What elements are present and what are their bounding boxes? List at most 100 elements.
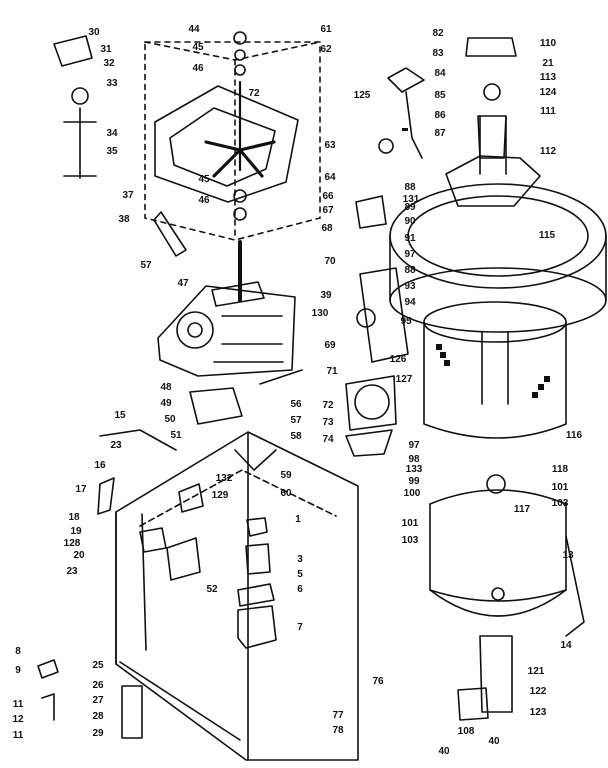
- callout-29: 29: [92, 728, 104, 739]
- callout-127: 127: [395, 374, 413, 385]
- callout-45a: 45: [192, 42, 204, 53]
- callout-133: 133: [405, 464, 423, 475]
- callout-21: 21: [542, 58, 554, 69]
- callout-16: 16: [94, 460, 106, 471]
- callout-71: 71: [326, 366, 338, 377]
- callout-128: 128: [63, 538, 81, 549]
- callout-66: 66: [322, 191, 334, 202]
- callout-115: 115: [538, 230, 556, 241]
- callout-99: 99: [408, 476, 420, 487]
- callout-126: 126: [389, 354, 407, 365]
- callout-111: 111: [540, 106, 556, 117]
- callout-101a: 101: [551, 482, 569, 493]
- callout-17: 17: [75, 484, 87, 495]
- callout-123: 123: [529, 707, 547, 718]
- callout-73: 73: [322, 417, 334, 428]
- callout-82: 82: [432, 28, 444, 39]
- callout-100: 100: [403, 488, 421, 499]
- callout-116: 116: [565, 430, 583, 441]
- callout-91: 91: [404, 233, 416, 244]
- callout-67: 67: [322, 205, 334, 216]
- callout-9: 9: [15, 665, 21, 676]
- callout-118: 118: [551, 464, 569, 475]
- callout-45b: 45: [198, 174, 210, 185]
- callout-72b: 72: [322, 400, 334, 411]
- callout-50: 50: [164, 414, 176, 425]
- callout-72a: 72: [248, 88, 260, 99]
- callout-125: 125: [353, 90, 371, 101]
- callout-59: 59: [280, 470, 292, 481]
- callout-12: 12: [12, 714, 24, 725]
- callout-110: 110: [539, 38, 557, 49]
- callout-35: 35: [106, 146, 118, 157]
- callout-122: 122: [529, 686, 547, 697]
- callout-51: 51: [170, 430, 182, 441]
- callout-23a: 23: [110, 440, 122, 451]
- callout-5: 5: [297, 569, 303, 580]
- callout-46a: 46: [192, 63, 204, 74]
- callout-83: 83: [432, 48, 444, 59]
- callout-84: 84: [434, 68, 446, 79]
- callout-103a: 103: [551, 498, 569, 509]
- callout-3: 3: [297, 554, 303, 565]
- callout-101b: 101: [401, 518, 419, 529]
- callout-6: 6: [297, 584, 303, 595]
- callout-87: 87: [434, 128, 446, 139]
- callout-33: 33: [106, 78, 118, 89]
- callout-69: 69: [324, 340, 336, 351]
- callout-103b: 103: [401, 535, 419, 546]
- callout-49: 49: [160, 398, 172, 409]
- callout-58: 58: [290, 431, 302, 442]
- callout-64: 64: [324, 172, 336, 183]
- callout-13: 13: [562, 550, 574, 561]
- callout-76: 76: [372, 676, 384, 687]
- callout-7: 7: [297, 622, 303, 633]
- callout-38: 38: [118, 214, 130, 225]
- callout-74: 74: [322, 434, 334, 445]
- callout-18: 18: [68, 512, 80, 523]
- callout-15: 15: [114, 410, 126, 421]
- callout-32: 32: [103, 58, 115, 69]
- callout-1: 1: [295, 514, 301, 525]
- callout-40b: 40: [488, 736, 500, 747]
- callout-40a: 40: [438, 746, 450, 757]
- callout-131: 131: [402, 194, 420, 205]
- callout-52: 52: [206, 584, 218, 595]
- callout-25: 25: [92, 660, 104, 671]
- callout-77: 77: [332, 710, 344, 721]
- callout-27: 27: [92, 695, 104, 706]
- callout-98: 98: [408, 454, 420, 465]
- callout-46b: 46: [198, 195, 210, 206]
- callout-85: 85: [434, 90, 446, 101]
- callout-28: 28: [92, 711, 104, 722]
- callout-34: 34: [106, 128, 118, 139]
- callout-11a: 11: [12, 699, 24, 710]
- callout-97a: 97: [404, 249, 416, 260]
- callout-108: 108: [457, 726, 475, 737]
- callout-14: 14: [560, 640, 572, 651]
- callout-31: 31: [100, 44, 112, 55]
- callout-93: 93: [404, 281, 416, 292]
- callout-26: 26: [92, 680, 104, 691]
- callout-44: 44: [188, 24, 200, 35]
- callout-129: 129: [211, 490, 229, 501]
- callout-132: 132: [215, 473, 233, 484]
- callout-88a: 88: [404, 182, 416, 193]
- callout-78: 78: [332, 725, 344, 736]
- callout-68: 68: [321, 223, 333, 234]
- callout-47: 47: [177, 278, 189, 289]
- callout-56: 56: [290, 399, 302, 410]
- callout-62: 62: [320, 44, 332, 55]
- callout-37: 37: [122, 190, 134, 201]
- callout-70: 70: [324, 256, 336, 267]
- callout-20: 20: [73, 550, 85, 561]
- callout-86: 86: [434, 110, 446, 121]
- callout-112: 112: [539, 146, 557, 157]
- callout-130: 130: [311, 308, 329, 319]
- callout-89: 89: [404, 202, 416, 213]
- callout-23b: 23: [66, 566, 78, 577]
- callout-94: 94: [404, 297, 416, 308]
- callout-124: 124: [539, 87, 557, 98]
